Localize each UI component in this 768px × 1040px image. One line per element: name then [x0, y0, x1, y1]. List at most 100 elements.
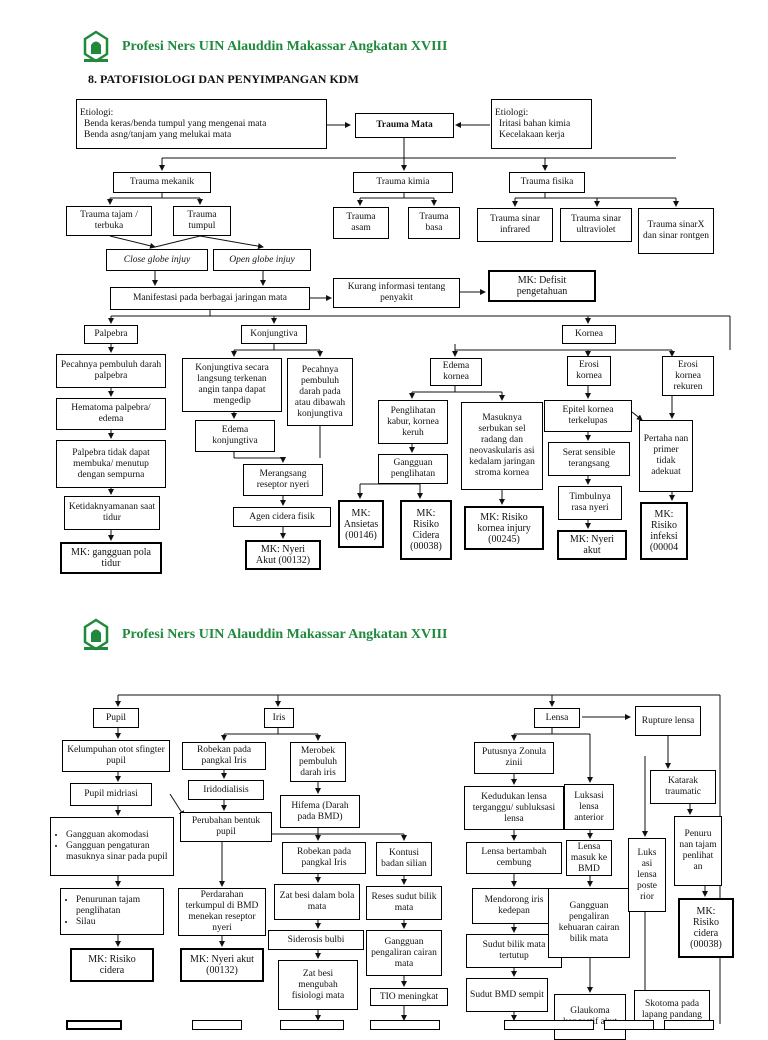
header-title: Profesi Ners UIN Alauddin Makassar Angka…	[122, 39, 448, 54]
uin-alauddin-logo-icon	[83, 618, 109, 651]
pecahnya-konjungtiva-box: Pecahnya pembuluh darah pada atau dibawa…	[287, 358, 353, 426]
kurang-informasi-box: Kurang informasi tentang penyakit	[333, 278, 460, 308]
mk-ansietas-box: MK: Ansietas (00146)	[338, 500, 384, 548]
pupil-midriasi-box: Pupil midriasi	[70, 783, 152, 806]
konjungtiva-box: Konjungtiva	[241, 325, 307, 344]
partial-box	[504, 1020, 594, 1030]
page2-header: Profesi Ners UIN Alauddin Makassar Angka…	[80, 618, 447, 652]
zat-besi-mengubah-box: Zat besi mengubah fisiologi mata	[278, 960, 358, 1010]
epitel-kornea-box: Epitel kornea terkelupas	[544, 400, 632, 432]
header-title: Profesi Ners UIN Alauddin Makassar Angka…	[122, 627, 448, 642]
gangguan-akomodasi-item: Gangguan akomodasi	[66, 830, 170, 841]
kelumpuhan-otot-box: Kelumpuhan otot sfingter pupil	[62, 740, 170, 772]
mk-risiko-cidera-00038-box-2: MK: Risiko cidera (00038)	[678, 898, 734, 958]
gangguan-pengaliran-cairan-box: Gangguan pengaliran cairan mata	[366, 930, 442, 976]
partial-box	[604, 1020, 654, 1030]
trauma-kimia-box: Trauma kimia	[353, 172, 453, 193]
etiologi-right-item: Iritasi bahan kimia	[499, 118, 571, 129]
tio-meningkat-box: TIO meningkat	[370, 988, 448, 1006]
trauma-tumpul-box: Trauma tumpul	[173, 206, 231, 236]
luksasi-posterior-box: Luks asi lensa poste rior	[628, 838, 666, 912]
edema-konjungtiva-box: Edema konjungtiva	[195, 420, 275, 452]
penurunan-tajam-box: Penurunan tajam penglihatan Silau	[60, 888, 164, 935]
trauma-sinar-infrared-box: Trauma sinar infrared	[477, 208, 553, 242]
erosi-kornea-box: Erosi kornea	[567, 356, 611, 386]
uin-alauddin-logo-icon	[83, 30, 109, 63]
gangguan-penglihatan-box: Gangguan penglihatan	[378, 454, 448, 484]
sudut-bilik-box: Sudut bilik mata tertutup	[466, 934, 562, 968]
etiologi-right-box: Etiologi: Iritasi bahan kimia Kecelakaan…	[491, 99, 592, 149]
agen-cidera-box: Agen cidera fisik	[233, 507, 331, 527]
hematoma-box: Hematoma palpebra/ edema	[56, 398, 166, 430]
etiologi-left-title: Etiologi:	[80, 107, 114, 118]
penurunan-item: Silau	[76, 917, 160, 928]
penglihatan-kabur-box: Penglihatan kabur, kornea keruh	[378, 400, 448, 444]
trauma-sinar-x-box: Trauma sinarX dan sinar rontgen	[638, 208, 714, 254]
etiologi-right-item: Kecelakaan kerja	[499, 129, 565, 140]
masuknya-serbukan-box: Masuknya serbukan sel radang dan neovask…	[461, 402, 543, 490]
siderosis-bulbi-box: Siderosis bulbi	[268, 930, 364, 950]
robekan-pangkal-iris-1-box: Robekan pada pangkal Iris	[182, 742, 266, 770]
penurunan-penglihatan-box: Penuru nan tajam penlihat an	[674, 816, 722, 886]
palpebra-box: Palpebra	[84, 325, 138, 344]
mk-defisit-pengetahuan-box: MK: Defisit pengetahuan	[488, 270, 596, 302]
trauma-mekanik-box: Trauma mekanik	[113, 172, 211, 193]
mk-risiko-cidera-00038-box: MK: Risiko Cidera (00038)	[400, 500, 452, 560]
trauma-tajam-box: Trauma tajam / terbuka	[66, 206, 152, 236]
trauma-mata-box: Trauma Mata	[355, 113, 454, 138]
timbulnya-nyeri-box: Timbulnya rasa nyeri	[558, 486, 622, 520]
penurunan-item: Penurunan tajam penglihatan	[76, 895, 160, 917]
mk-risiko-kornea-injury-box: MK: Risiko kornea injury (00245)	[464, 506, 544, 550]
manifestasi-box: Manifestasi pada berbagai jaringan mata	[110, 287, 310, 310]
etiologi-left-item: Benda asng/tanjam yang melukai mata	[84, 129, 232, 140]
mendorong-iris-box: Mendorong iris kedepan	[472, 888, 556, 924]
putusnya-zonula-box: Putusnya Zonula zinii	[474, 742, 554, 774]
mk-nyeri-akut-00132-box: MK: Nyeri Akut (00132)	[245, 540, 321, 570]
open-globe-box: Open globe injuy	[213, 249, 311, 271]
trauma-sinar-ultraviolet-box: Trauma sinar ultraviolet	[560, 208, 632, 242]
close-globe-box: Close globe injuy	[106, 249, 208, 271]
lensa-cembung-box: Lensa bertambah cembung	[466, 842, 562, 874]
gangguan-akomodasi-item: Gangguan pengaturan masuknya sinar pada …	[66, 841, 170, 863]
lensa-masuk-bmd-box: Lensa masuk ke BMD	[566, 840, 612, 876]
kontusi-badan-silian-box: Kontusi badan silian	[376, 842, 432, 876]
zat-besi-box: Zat besi dalam bola mata	[274, 884, 360, 920]
page1-header: Profesi Ners UIN Alauddin Makassar Angka…	[80, 30, 447, 64]
pupil-box: Pupil	[93, 708, 139, 728]
kedudukan-lensa-box: Kedudukan lensa terganggu/ subluksasi le…	[464, 786, 564, 830]
etiologi-left-item: Benda keras/benda tumpul yang mengenai m…	[84, 118, 267, 129]
iris-box: Iris	[264, 708, 294, 728]
glaukoma-box: Glaukoma kongestif akut	[554, 994, 626, 1040]
trauma-fisika-box: Trauma fisika	[509, 172, 585, 193]
palpebra-tidak-box: Palpebra tidak dapat membuka/ menutup de…	[56, 440, 166, 488]
partial-box	[664, 1020, 714, 1030]
lensa-box: Lensa	[534, 708, 580, 728]
katarak-traumatic-box: Katarak traumatic	[650, 770, 716, 804]
mk-risiko-cidera-box: MK: Risiko cidera	[70, 948, 154, 982]
erosi-kornea-rekuren-box: Erosi kornea rekuren	[662, 356, 714, 396]
konjungtiva-terkenan-box: Konjungtiva secara langsung terkenan ang…	[182, 358, 282, 412]
mk-risiko-infeksi-box: MK: Risiko infeksi (00004	[640, 502, 688, 560]
etiologi-left-box: Etiologi: Benda keras/benda tumpul yang …	[76, 99, 327, 149]
serat-sensible-box: Serat sensible terangsang	[548, 442, 630, 476]
merobek-pembuluh-box: Merobek pembuluh darah iris	[290, 742, 346, 782]
perubahan-bentuk-pupil-box: Perubahan bentuk pupil	[180, 812, 272, 842]
section-title: 8. PATOFISIOLOGI DAN PENYIMPANGAN KDM	[88, 72, 359, 86]
rupture-lensa-box: Rupture lensa	[635, 706, 701, 736]
edema-kornea-box: Edema kornea	[430, 358, 482, 386]
mk-nyeri-akut-00132-box-2: MK: Nyeri akut (00132)	[180, 948, 264, 982]
partial-box	[370, 1020, 440, 1030]
reses-sudut-box: Reses sudut bilik mata	[366, 886, 442, 920]
mk-nyeri-akut-box: MK: Nyeri akut	[557, 530, 627, 560]
sudut-bmd-box: Sudut BMD sempit	[466, 978, 548, 1012]
kornea-box: Kornea	[562, 325, 616, 344]
iridodialisis-box: Iridodialisis	[188, 780, 264, 800]
etiologi-right-title: Etiologi:	[495, 107, 529, 118]
mk-gangguan-pola-tidur-box: MK: gangguan pola tidur	[60, 542, 162, 574]
pertahanan-primer-box: Pertaha nan primer tidak adekuat	[639, 420, 693, 492]
ketidaknyamanan-box: Ketidaknyamanan saat tidur	[64, 496, 160, 530]
partial-box	[66, 1020, 122, 1030]
trauma-basa-box: Trauma basa	[408, 207, 460, 239]
pecahnya-palpebra-box: Pecahnya pembuluh darah palpebra	[56, 354, 166, 388]
